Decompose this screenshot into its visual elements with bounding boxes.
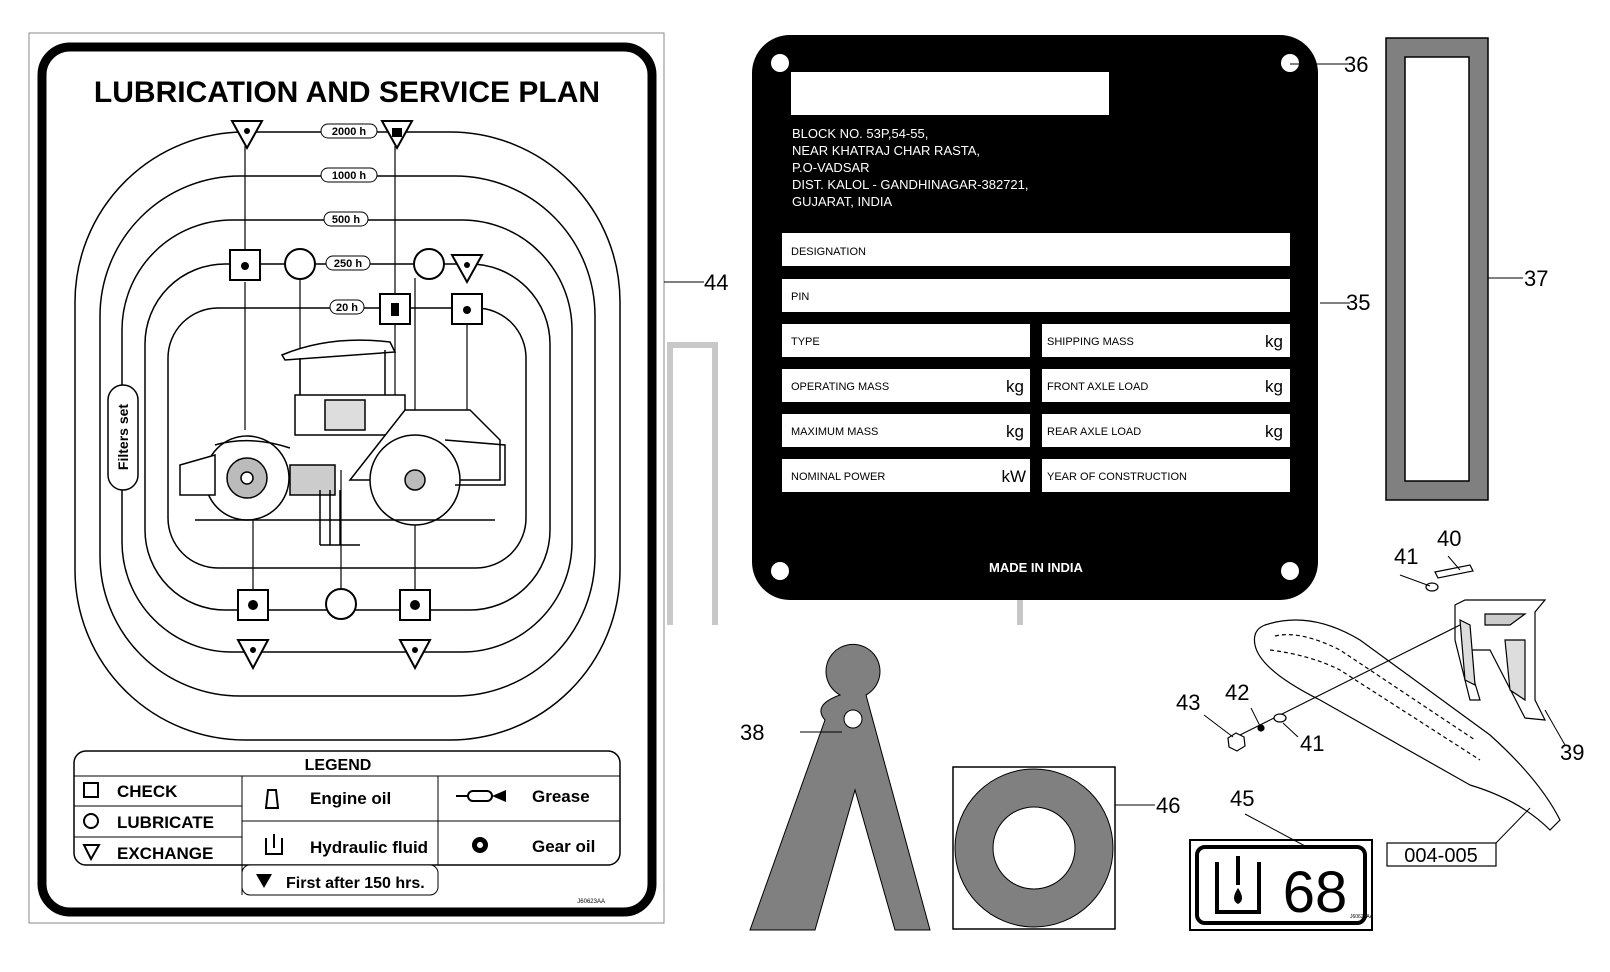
decal-code: J60624AA (1350, 914, 1374, 920)
rivet-hole-bottom-left (771, 562, 789, 580)
made-in-label: MADE IN INDIA (989, 560, 1084, 575)
guard-assembly-drawing (1227, 564, 1561, 831)
legend-first-after: First after 150 hrs. (286, 875, 425, 892)
interval-500: 500 h (332, 214, 360, 226)
check-engine-oil-icon-2 (451, 293, 483, 325)
callout-42: 42 (1225, 680, 1249, 705)
filters-set-label: Filters set (115, 404, 131, 470)
unit-kg-4: kg (1006, 422, 1024, 441)
address-line-2: NEAR KHATRAJ CHAR RASTA, (792, 143, 980, 158)
plan-code: J60623AA (577, 899, 605, 905)
identification-nameplate: BLOCK NO. 53P,54-55, NEAR KHATRAJ CHAR R… (752, 35, 1318, 600)
interval-1000: 1000 h (332, 170, 367, 182)
unit-kg-5: kg (1265, 422, 1283, 441)
legend-lubricate: LUBRICATE (117, 813, 214, 832)
first-exchange-icon (450, 254, 484, 285)
lubricate-grease-icon-3 (325, 588, 357, 620)
lubrication-plan-decal: LUBRICATION AND SERVICE PLAN 2000 h 1000… (28, 32, 665, 924)
exchange-engine-oil-icon (230, 120, 264, 151)
lock-washer-42 (1257, 724, 1265, 732)
hydraulic-68-decal: 68 J60624AA (1189, 839, 1374, 931)
callout-41-top: 41 (1394, 544, 1418, 569)
field-nominal-power: NOMINAL POWER (791, 471, 885, 483)
exchange-gear-oil-icon (236, 639, 270, 671)
lubricate-grease-icon (284, 248, 316, 280)
field-front-axle-load: FRONT AXLE LOAD (1047, 381, 1148, 393)
legend-exchange: EXCHANGE (117, 844, 213, 863)
unit-kg-1: kg (1265, 332, 1283, 351)
nut-43 (1227, 732, 1246, 752)
field-year-of-construction: YEAR OF CONSTRUCTION (1047, 471, 1187, 483)
field-pin: PIN (791, 291, 809, 303)
callout-44: 44 (704, 270, 728, 295)
grease-gun-icon (456, 790, 506, 802)
legend-grease: Grease (532, 787, 590, 806)
address-line-5: GUJARAT, INDIA (792, 194, 892, 209)
callout-43: 43 (1176, 690, 1200, 715)
callout-36: 36 (1344, 52, 1368, 77)
field-maximum-mass: MAXIMUM MASS (791, 426, 878, 438)
interval-labels: 2000 h 1000 h 500 h 250 h 20 h (320, 123, 378, 315)
figure-code: 004-005 (1404, 845, 1477, 867)
ring-decal (952, 766, 1116, 930)
nameplate-fields: DESIGNATION PIN TYPE SHIPPING MASS kg OP… (782, 233, 1290, 492)
address-line-3: P.O-VADSAR (792, 160, 870, 175)
exchange-gear-oil-icon-2 (398, 639, 432, 671)
callout-labels: 36 35 37 44 38 46 45 39 40 41 41 42 43 (704, 52, 1584, 818)
legend-gear-oil: Gear oil (532, 837, 595, 856)
roller-machine-drawing (179, 339, 506, 546)
washer-41-top (1425, 582, 1439, 592)
figure-code-box: 004-005 (1386, 807, 1531, 867)
decal-value: 68 (1283, 860, 1348, 925)
exchange-triangle-icon (82, 844, 101, 862)
frame-decal (1385, 37, 1489, 501)
rivet-hole-bottom-right (1281, 562, 1299, 580)
address-line-1: BLOCK NO. 53P,54-55, (792, 126, 928, 141)
engine-oil-icon (264, 789, 280, 809)
interval-2000: 2000 h (332, 126, 367, 138)
callout-39: 39 (1560, 740, 1584, 765)
unit-kw: kW (1001, 467, 1026, 486)
callout-46: 46 (1156, 793, 1180, 818)
field-shipping-mass: SHIPPING MASS (1047, 336, 1134, 348)
lubricate-grease-icon-2 (413, 248, 445, 280)
callouts (664, 63, 1566, 847)
plan-title: LUBRICATION AND SERVICE PLAN (94, 76, 600, 109)
callout-40: 40 (1437, 526, 1461, 551)
interval-250: 250 h (334, 258, 362, 270)
field-rear-axle-load: REAR AXLE LOAD (1047, 426, 1141, 438)
address-line-4: DIST. KALOL - GANDHINAGAR-382721, (792, 177, 1029, 192)
field-type: TYPE (791, 336, 820, 348)
callout-37: 37 (1524, 266, 1548, 291)
rivet-hole-top-left (771, 54, 789, 72)
legend: LEGEND CHECK LUBRICATE EXCHANGE Engine o… (73, 750, 621, 896)
legend-header: LEGEND (305, 757, 372, 774)
callout-35: 35 (1346, 290, 1370, 315)
legend-hydraulic-fluid: Hydraulic fluid (310, 838, 428, 857)
service-points (229, 120, 484, 671)
washer-41-bottom (1273, 713, 1287, 723)
unit-kg-2: kg (1006, 377, 1024, 396)
legend-check: CHECK (117, 782, 178, 801)
hydraulic-tank-icon (1215, 856, 1261, 914)
first-exchange-legend-icon (256, 874, 272, 888)
field-designation: DESIGNATION (791, 246, 866, 258)
callout-45: 45 (1230, 786, 1254, 811)
logo-blank-area (791, 72, 1109, 115)
lubricate-circle-icon (83, 813, 99, 829)
callout-38: 38 (740, 720, 764, 745)
field-operating-mass: OPERATING MASS (791, 381, 889, 393)
bolt-40 (1434, 564, 1474, 579)
callout-41-bottom: 41 (1300, 731, 1324, 756)
unit-kg-3: kg (1265, 377, 1283, 396)
rivet-hole-top-right (1281, 54, 1299, 72)
hydraulic-fluid-icon (265, 834, 283, 855)
check-square-icon (83, 782, 99, 798)
legend-engine-oil: Engine oil (310, 789, 391, 808)
interval-20: 20 h (336, 302, 358, 314)
triangle-decal (749, 643, 931, 931)
